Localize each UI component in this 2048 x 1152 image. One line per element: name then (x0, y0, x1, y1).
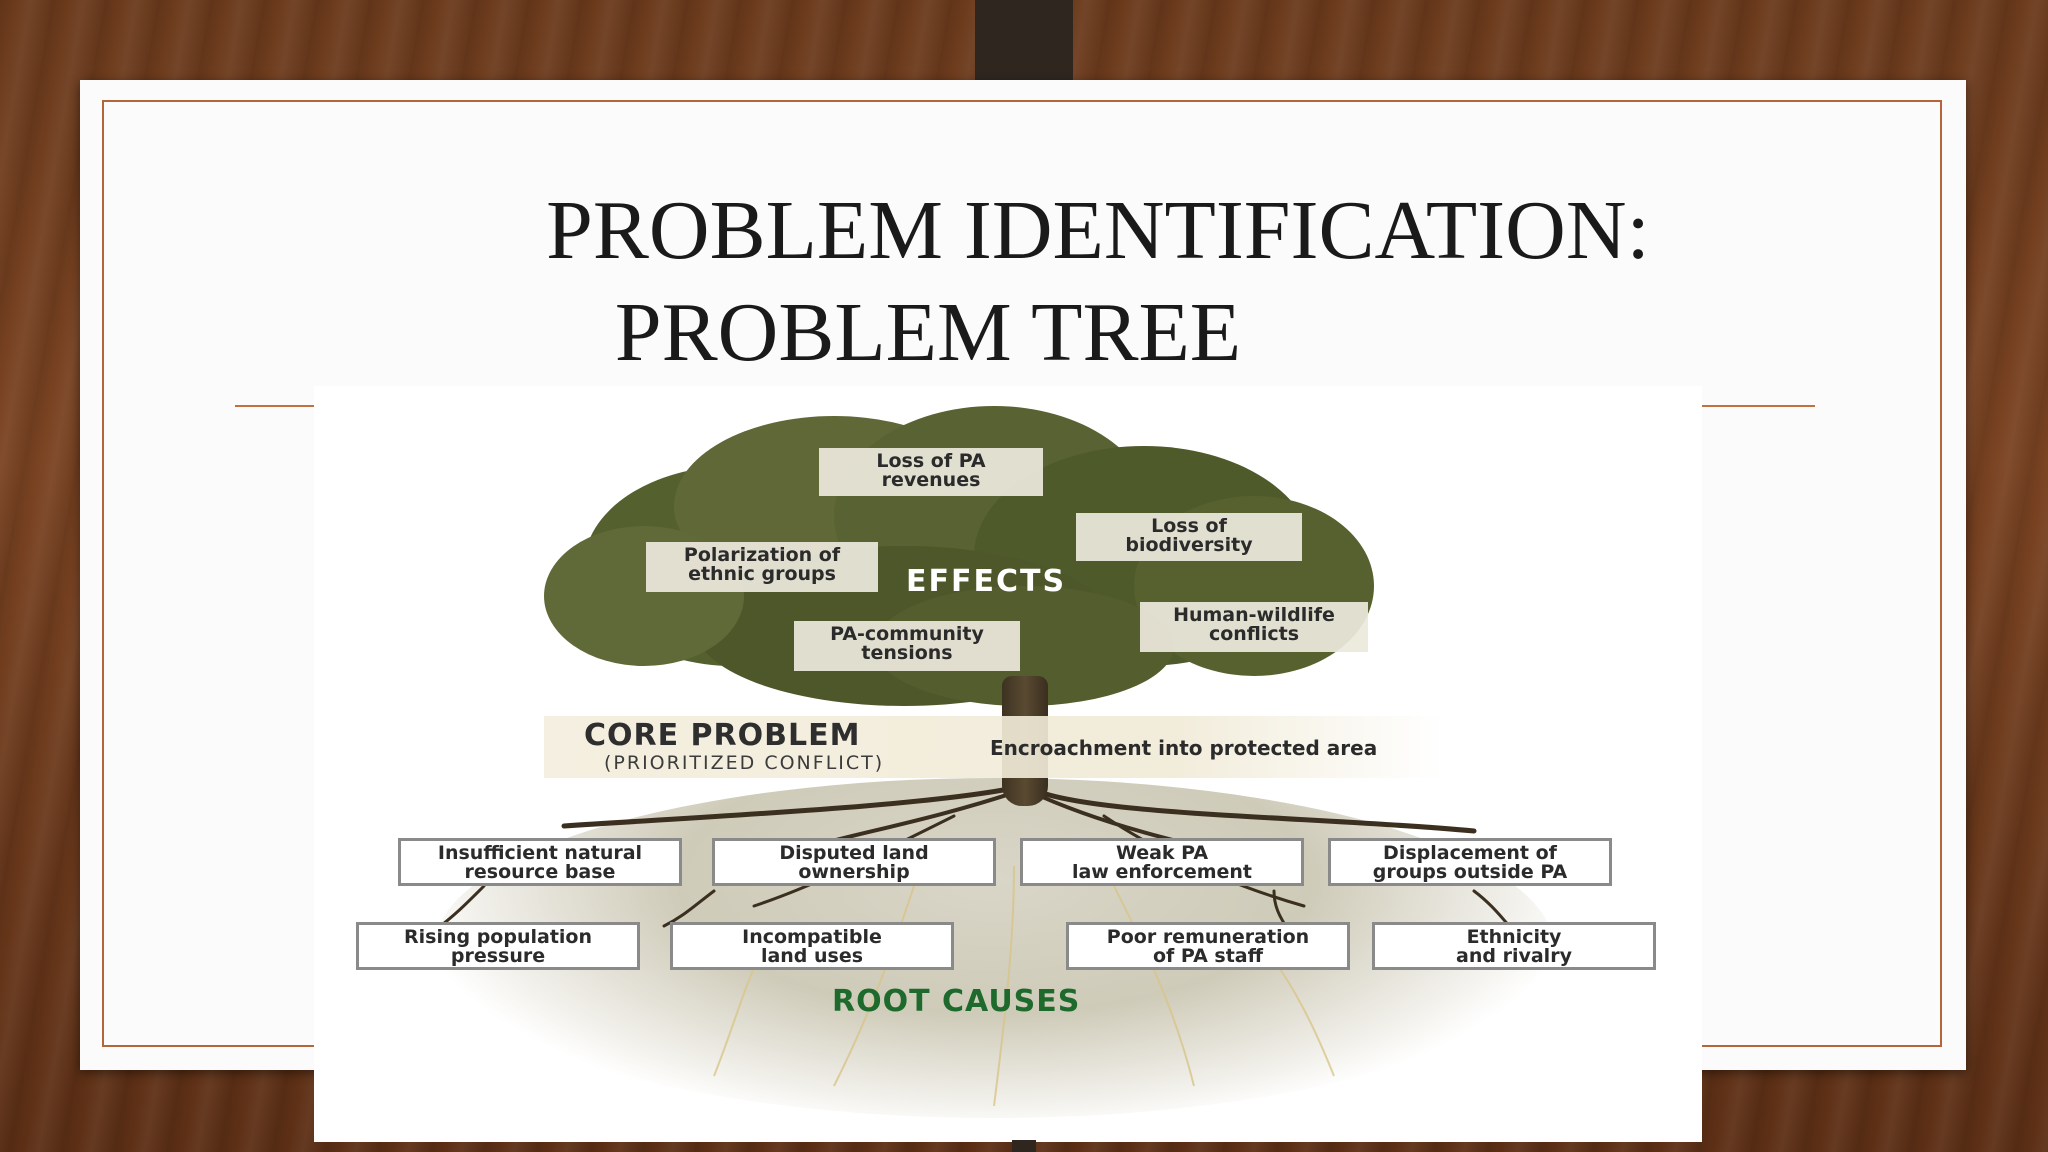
effect-box: Human-wildlife conflicts (1140, 602, 1368, 652)
core-problem-text: Encroachment into protected area (990, 736, 1378, 760)
effects-label: EFFECTS (906, 564, 1067, 599)
effect-line1: Loss of (1151, 515, 1227, 537)
secondary-cause-box: Incompatible land uses (670, 922, 954, 970)
effect-box: Loss of PA revenues (819, 448, 1043, 496)
slide-title-line1: PROBLEM IDENTIFICATION: (546, 184, 1650, 277)
effect-line2: revenues (881, 469, 981, 491)
core-problem-title: CORE PROBLEM (584, 718, 861, 753)
effect-line2: ethnic groups (688, 563, 836, 585)
primary-cause-box: Weak PA law enforcement (1020, 838, 1304, 886)
cause-line1: Ethnicity (1466, 926, 1562, 948)
cause-line2: land uses (760, 945, 864, 967)
cause-line2: of PA staff (1152, 945, 1264, 967)
problem-tree-diagram: Loss of PA revenues Loss of biodiversity… (314, 386, 1702, 1142)
cause-line2: ownership (798, 861, 910, 883)
secondary-cause-box: Rising population pressure (356, 922, 640, 970)
primary-cause-box: Insufficient natural resource base (398, 838, 682, 886)
cause-line2: and rivalry (1456, 945, 1572, 967)
effect-line1: Polarization of (683, 544, 841, 566)
effect-box: Loss of biodiversity (1076, 513, 1302, 561)
root-causes-label: ROOT CAUSES (832, 984, 1081, 1019)
effect-line1: PA-community (830, 623, 984, 645)
cause-line1: Poor remuneration (1106, 926, 1310, 948)
cause-line1: Insufficient natural (437, 842, 643, 864)
effect-line2: tensions (861, 642, 953, 664)
primary-cause-box: Displacement of groups outside PA (1328, 838, 1612, 886)
slide-title: PROBLEM IDENTIFICATION: PROBLEM TREE (80, 180, 1966, 384)
effect-line2: conflicts (1208, 623, 1300, 645)
effect-line1: Loss of PA (876, 450, 986, 472)
primary-cause-box: Disputed land ownership (712, 838, 996, 886)
secondary-cause-box: Poor remuneration of PA staff (1066, 922, 1350, 970)
cause-line1: Rising population (404, 926, 592, 948)
core-problem-band (544, 716, 1444, 778)
title-rule-left (235, 405, 375, 407)
core-problem-subtitle: (PRIORITIZED CONFLICT) (604, 752, 885, 774)
slide-title-line2: PROBLEM TREE (614, 286, 1242, 379)
effect-line2: biodiversity (1125, 534, 1253, 556)
title-rule-right (1700, 405, 1815, 407)
cause-line2: pressure (450, 945, 546, 967)
effect-box: Polarization of ethnic groups (646, 542, 878, 592)
cause-line1: Displacement of (1383, 842, 1557, 864)
cause-line1: Weak PA (1115, 842, 1209, 864)
cause-line2: resource base (464, 861, 616, 883)
effect-box: PA-community tensions (794, 621, 1020, 671)
cause-line1: Incompatible (742, 926, 882, 948)
cause-line2: groups outside PA (1372, 861, 1568, 883)
effect-line1: Human-wildlife (1173, 604, 1335, 626)
cause-line1: Disputed land (779, 842, 929, 864)
hanger-strap-bottom (1012, 1140, 1036, 1152)
cause-line2: law enforcement (1071, 861, 1253, 883)
secondary-cause-box: Ethnicity and rivalry (1372, 922, 1656, 970)
